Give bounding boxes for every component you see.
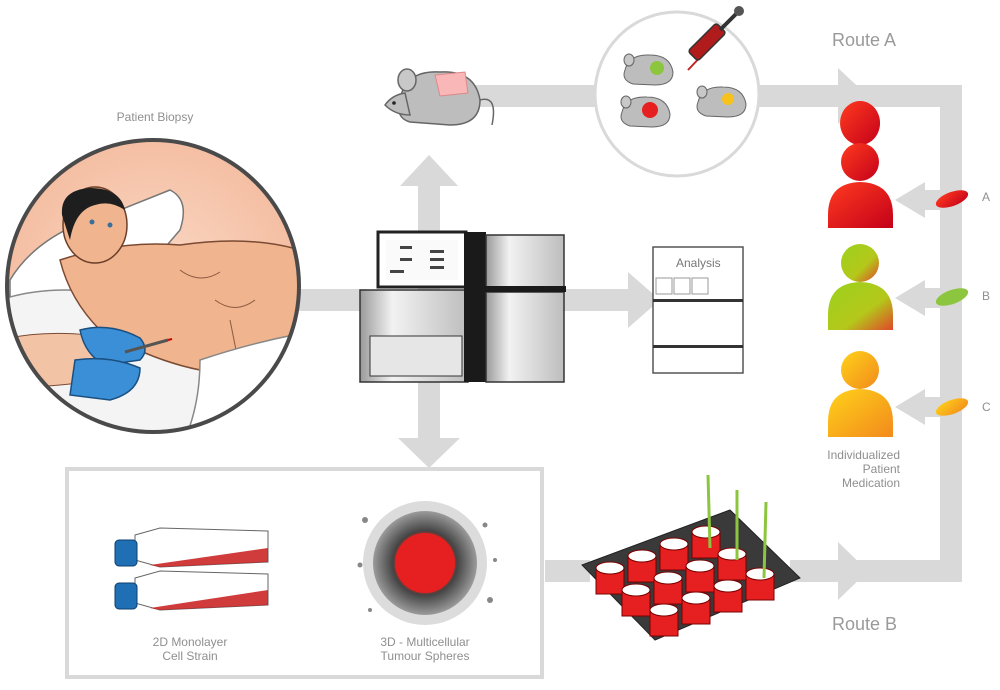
spheres-line-1: 3D - Multicellular [380,635,470,649]
pill-icon [935,398,969,416]
tumour-sphere-icon [357,501,497,625]
treated-mice-group [593,10,761,178]
flow-patient-to-sequencer [296,289,366,311]
syringe-icon [687,6,744,71]
medication-line-2: Patient [862,462,900,476]
flask-icon [114,570,269,611]
spheres-line-2: Tumour Spheres [380,649,470,663]
monolayer-label: 2D Monolayer Cell Strain [125,635,255,663]
monolayer-line-1: 2D Monolayer [152,635,228,649]
report-icon [652,246,744,374]
patient-silhouette-icon [828,244,893,330]
mouse-icon [620,95,671,128]
patient-biopsy-illustration [5,138,301,434]
route-b-label: Route B [832,614,898,634]
medication-line-1: Individualized [827,448,900,462]
medication-line-3: Medication [841,476,900,490]
flask-icon [114,527,269,568]
patient-silhouette-icon [828,351,893,437]
option-b-label: B [982,289,991,303]
analysis-label: Analysis [676,256,721,270]
patient-biopsy-label: Patient Biopsy [116,110,194,124]
cell-culture-box [65,467,544,679]
patient-silhouette-icon [828,101,893,228]
mouse-icon [696,85,747,118]
arrow-route-b [838,542,868,600]
arrow-down-to-culture [398,438,460,468]
mouse-icon [623,53,674,86]
option-a-label: A [982,190,991,204]
mouse-icon [384,68,495,126]
glove-icon [79,326,146,366]
pill-icon [935,288,969,306]
arrow-to-analysis [628,272,660,328]
route-a-label: Route A [832,30,897,50]
spheres-label: 3D - Multicellular Tumour Spheres [355,635,495,663]
arrow-up-to-mouse [400,155,458,186]
monolayer-line-2: Cell Strain [162,649,218,663]
option-c-label: C [982,400,991,414]
well-plate-icon [581,474,801,641]
pill-icon [935,190,969,208]
medication-label: Individualized Patient Medication [800,448,900,490]
sequencer-icon [359,230,566,383]
